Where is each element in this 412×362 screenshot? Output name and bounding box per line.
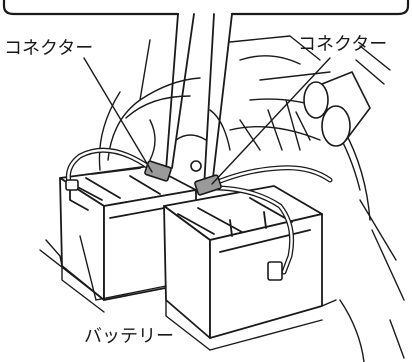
engine-bay-outline (98, 35, 405, 362)
callout-pointer (165, 13, 233, 189)
callout-frame (2, 0, 410, 16)
label-battery: バッテリー (84, 326, 174, 347)
reservoir-caps (190, 71, 371, 172)
battery-cables-inner (67, 149, 332, 274)
connector-right (194, 174, 222, 196)
label-connector-left: コネクター (4, 38, 93, 59)
leader-lines (79, 57, 331, 301)
connector-left (144, 160, 172, 182)
battery-right (163, 185, 323, 339)
label-connector-right: コネクター (298, 34, 387, 55)
cable-end-plug (65, 179, 283, 281)
